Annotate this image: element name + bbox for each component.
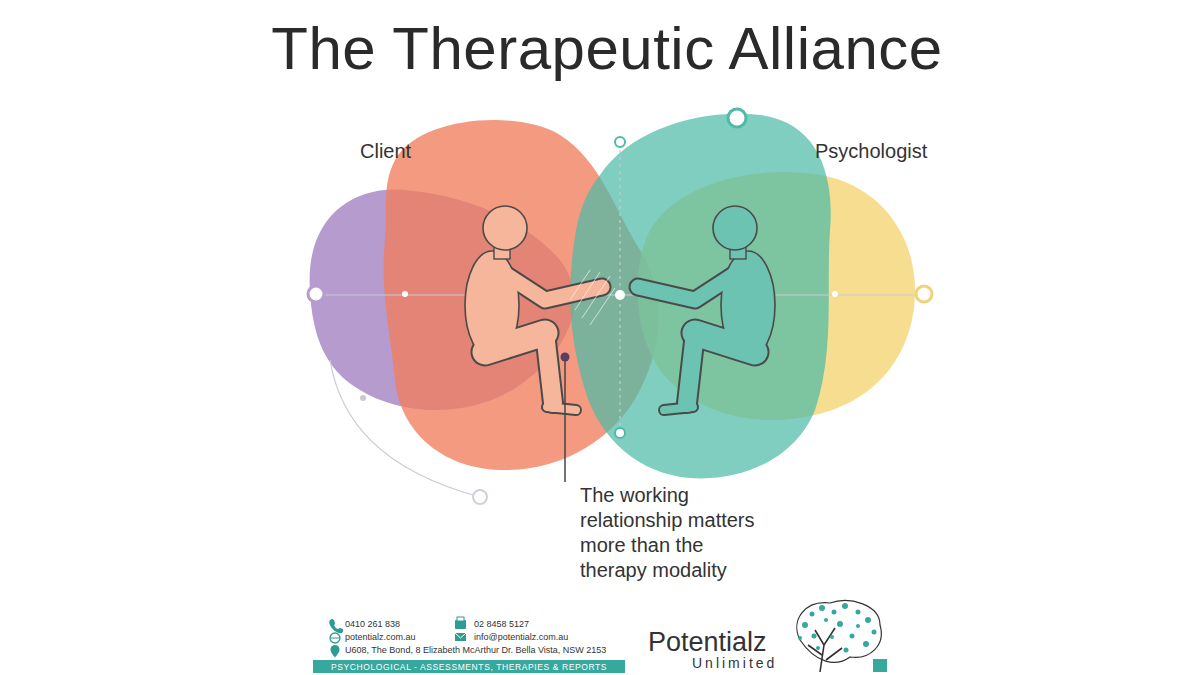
end-dot (402, 291, 408, 297)
contact-text: U608, The Bond, 8 Elizabeth McArthur Dr.… (345, 645, 606, 655)
end-dot (832, 291, 838, 297)
web-icon (330, 633, 340, 643)
phone-icon (329, 619, 343, 633)
brand-subtitle: Unlimited (692, 655, 777, 671)
callout-leader (561, 353, 570, 483)
center-dot (615, 290, 625, 300)
tagline-band: PSYCHOLOGICAL - ASSESSMENTS, THERAPIES &… (313, 660, 625, 673)
center-line (619, 150, 620, 428)
psychologist-figure (638, 206, 775, 410)
teal-blob (570, 114, 831, 479)
callout-text: The working relationship matters more th… (580, 483, 770, 583)
guide-lines (318, 150, 922, 497)
arc-line (330, 360, 480, 497)
guide-dots (308, 109, 932, 504)
end-dot (615, 137, 625, 147)
end-dot (360, 395, 366, 401)
brand-name: Potentialz (648, 627, 767, 658)
end-dot (728, 109, 746, 127)
party-label: Client (360, 140, 411, 163)
end-dot (615, 428, 625, 438)
contact-text: 0410 261 838 (345, 619, 400, 629)
party-label: Psychologist (815, 140, 927, 163)
band-text: PSYCHOLOGICAL - ASSESSMENTS, THERAPIES &… (331, 662, 607, 672)
end-dot (916, 286, 932, 302)
overlapping-blobs (310, 114, 915, 479)
connection-hatch (570, 270, 615, 325)
end-dot (473, 490, 487, 504)
mail-icon (455, 633, 466, 641)
pin-icon (331, 645, 340, 658)
diagram-title: The Therapeutic Alliance (0, 14, 1200, 83)
client-figure (465, 206, 602, 410)
contact-text: info@potentialz.com.au (474, 632, 568, 642)
end-dot (308, 286, 324, 302)
contact-text: 02 8458 5127 (474, 619, 529, 629)
contact-text: potentialz.com.au (345, 632, 416, 642)
tree-logo (797, 601, 887, 672)
